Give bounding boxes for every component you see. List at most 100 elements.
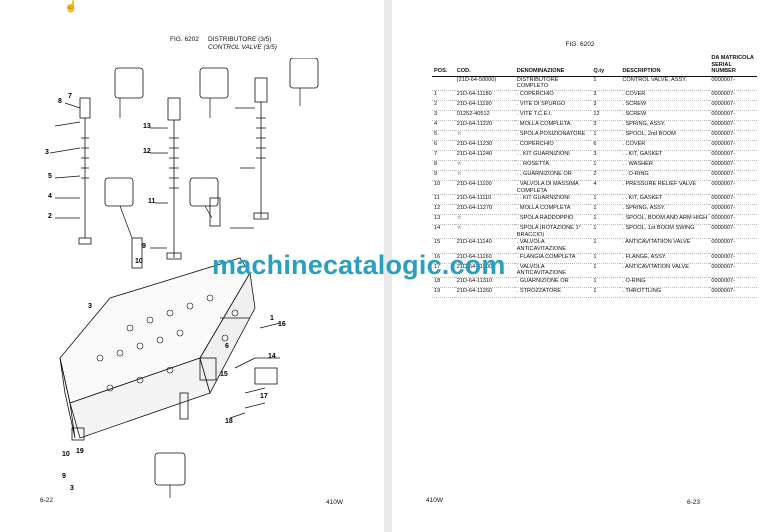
cell-qty: 1 [591, 76, 621, 91]
callout-number: 10 [135, 258, 143, 265]
callout-number: 19 [76, 448, 84, 455]
cell-qty: 3 [591, 100, 621, 111]
cell-code: 21D-64-11300 [454, 263, 515, 278]
cell-code: 21D-64-11180 [454, 90, 515, 101]
cell-description: . PRESSURE RELIEF VALVE [620, 180, 710, 196]
cell-description: . SPOOL, 2nd BOOM [620, 130, 710, 141]
cell-description: . SPRING, ASSY. [620, 204, 710, 216]
cell-code: ☆ [454, 130, 515, 141]
callout-number: 3 [70, 485, 74, 492]
cell-qty: 3 [591, 90, 621, 101]
callout-number: 16 [278, 321, 286, 328]
cell-denomination: . VALVOLA ANTICAVITAZIONE [514, 238, 592, 254]
callout-number: 13 [143, 123, 151, 130]
cell-serial: 0000007- [709, 170, 757, 181]
hand-cursor-icon: ☝ [64, 1, 78, 13]
cell-code: 21D-64-11260 [454, 287, 515, 298]
parts-table: POS. COD. DENOMINAZIONE Q.ty DESCRIPTION… [432, 54, 757, 298]
cell-denomination: . SPOLA (ROTAZIONE 1° BRACCIO) [514, 224, 592, 240]
cell-denomination: . VITE T.C.E.I. [514, 110, 592, 121]
cell-description: . ANTICAVITATIION VALVE [620, 238, 710, 254]
cell-description: . . KIT, GASKET [620, 150, 710, 161]
cell-description: . . O-RING [620, 170, 710, 181]
table-header: POS. COD. DENOMINAZIONE Q.ty DESCRIPTION… [432, 54, 757, 77]
header-serial: DA MATRICOLA SERIAL NUMBER [709, 54, 757, 77]
cell-denomination: . GUARNIZIONE OR [514, 277, 592, 288]
callout-number: 4 [48, 193, 52, 200]
figure-title-it: DISTRIBUTORE (3/5) [208, 36, 272, 43]
cell-serial: 0000007- [709, 120, 757, 131]
cell-qty: 1 [591, 224, 621, 240]
cell-description: . O-RING [620, 277, 710, 288]
cell-pos: 8 [432, 160, 455, 171]
cell-serial: 0000007- [709, 140, 757, 151]
cell-description: . SPOOL, 1st BOOM SWING [620, 224, 710, 240]
header-denomination: DENOMINAZIONE [514, 54, 592, 77]
figure-title-en: CONTROL VALVE (3/5) [208, 44, 277, 51]
cell-code: 21D-64-11270 [454, 204, 515, 216]
cell-serial: 0000007- [709, 150, 757, 161]
cell-pos: 3 [432, 110, 455, 121]
cell-pos: 1 [432, 90, 455, 101]
cell-code: 21D-64-11100 [454, 180, 515, 196]
cell-pos: 15 [432, 238, 455, 254]
cell-serial: 0000007- [709, 287, 757, 298]
cell-pos: 19 [432, 287, 455, 298]
cell-qty: 1 [591, 253, 621, 264]
cell-serial: 0000007- [709, 180, 757, 196]
cell-pos: 13 [432, 214, 455, 226]
cell-pos: 11 [432, 194, 455, 206]
page-gutter [384, 0, 392, 532]
cell-qty: 1 [591, 277, 621, 288]
callout-number: 17 [260, 393, 268, 400]
cell-description: . COVER [620, 140, 710, 151]
cell-code: (21D-64-50000) [454, 76, 515, 91]
cell-code: ☆ [454, 170, 515, 181]
watermark: machinecatalogic.com [212, 250, 506, 280]
callout-number: 1 [270, 315, 274, 322]
cell-pos: 7 [432, 150, 455, 161]
cell-qty: 1 [591, 204, 621, 216]
cell-description: . . KIT, GASKET [620, 194, 710, 206]
cell-serial: 0000007- [709, 76, 757, 91]
cell-code: ☆ [454, 224, 515, 240]
cell-denomination: . VITE DI SPURGO [514, 100, 592, 111]
cell-denomination: . COPERCHIO [514, 140, 592, 151]
callout-number: 5 [48, 173, 52, 180]
cell-serial: 0000007- [709, 100, 757, 111]
cell-serial: 0000007- [709, 263, 757, 278]
cell-qty: 1 [591, 287, 621, 298]
right-page: FIG. 6202 POS. COD. DENOMINAZIONE Q.ty D… [392, 0, 768, 532]
cell-denomination: . COPERCHIO [514, 90, 592, 101]
cell-serial: 0000007- [709, 224, 757, 240]
cell-code: 21D-64-11110 [454, 194, 515, 206]
cell-code: 21D-64-11230 [454, 140, 515, 151]
callout-number: 10 [62, 451, 70, 458]
cell-code: ☆ [454, 214, 515, 226]
cell-code: 21D-64-11220 [454, 120, 515, 131]
callout-number: 7 [68, 93, 72, 100]
cell-qty: 6 [591, 140, 621, 151]
cell-denomination: . . KIT GUARNIZIONI [514, 194, 592, 206]
callout-number: 11 [148, 198, 156, 205]
cell-qty: 1 [591, 160, 621, 171]
table-row: 14☆. SPOLA (ROTAZIONE 1° BRACCIO)1. SPOO… [432, 224, 757, 240]
cell-description: . SPOOL, BOOM AND ARM HIGH [620, 214, 710, 226]
cell-code: 21D-64-11160 [454, 253, 515, 264]
header-code: COD. [454, 54, 515, 77]
cell-serial: 0000007- [709, 204, 757, 216]
